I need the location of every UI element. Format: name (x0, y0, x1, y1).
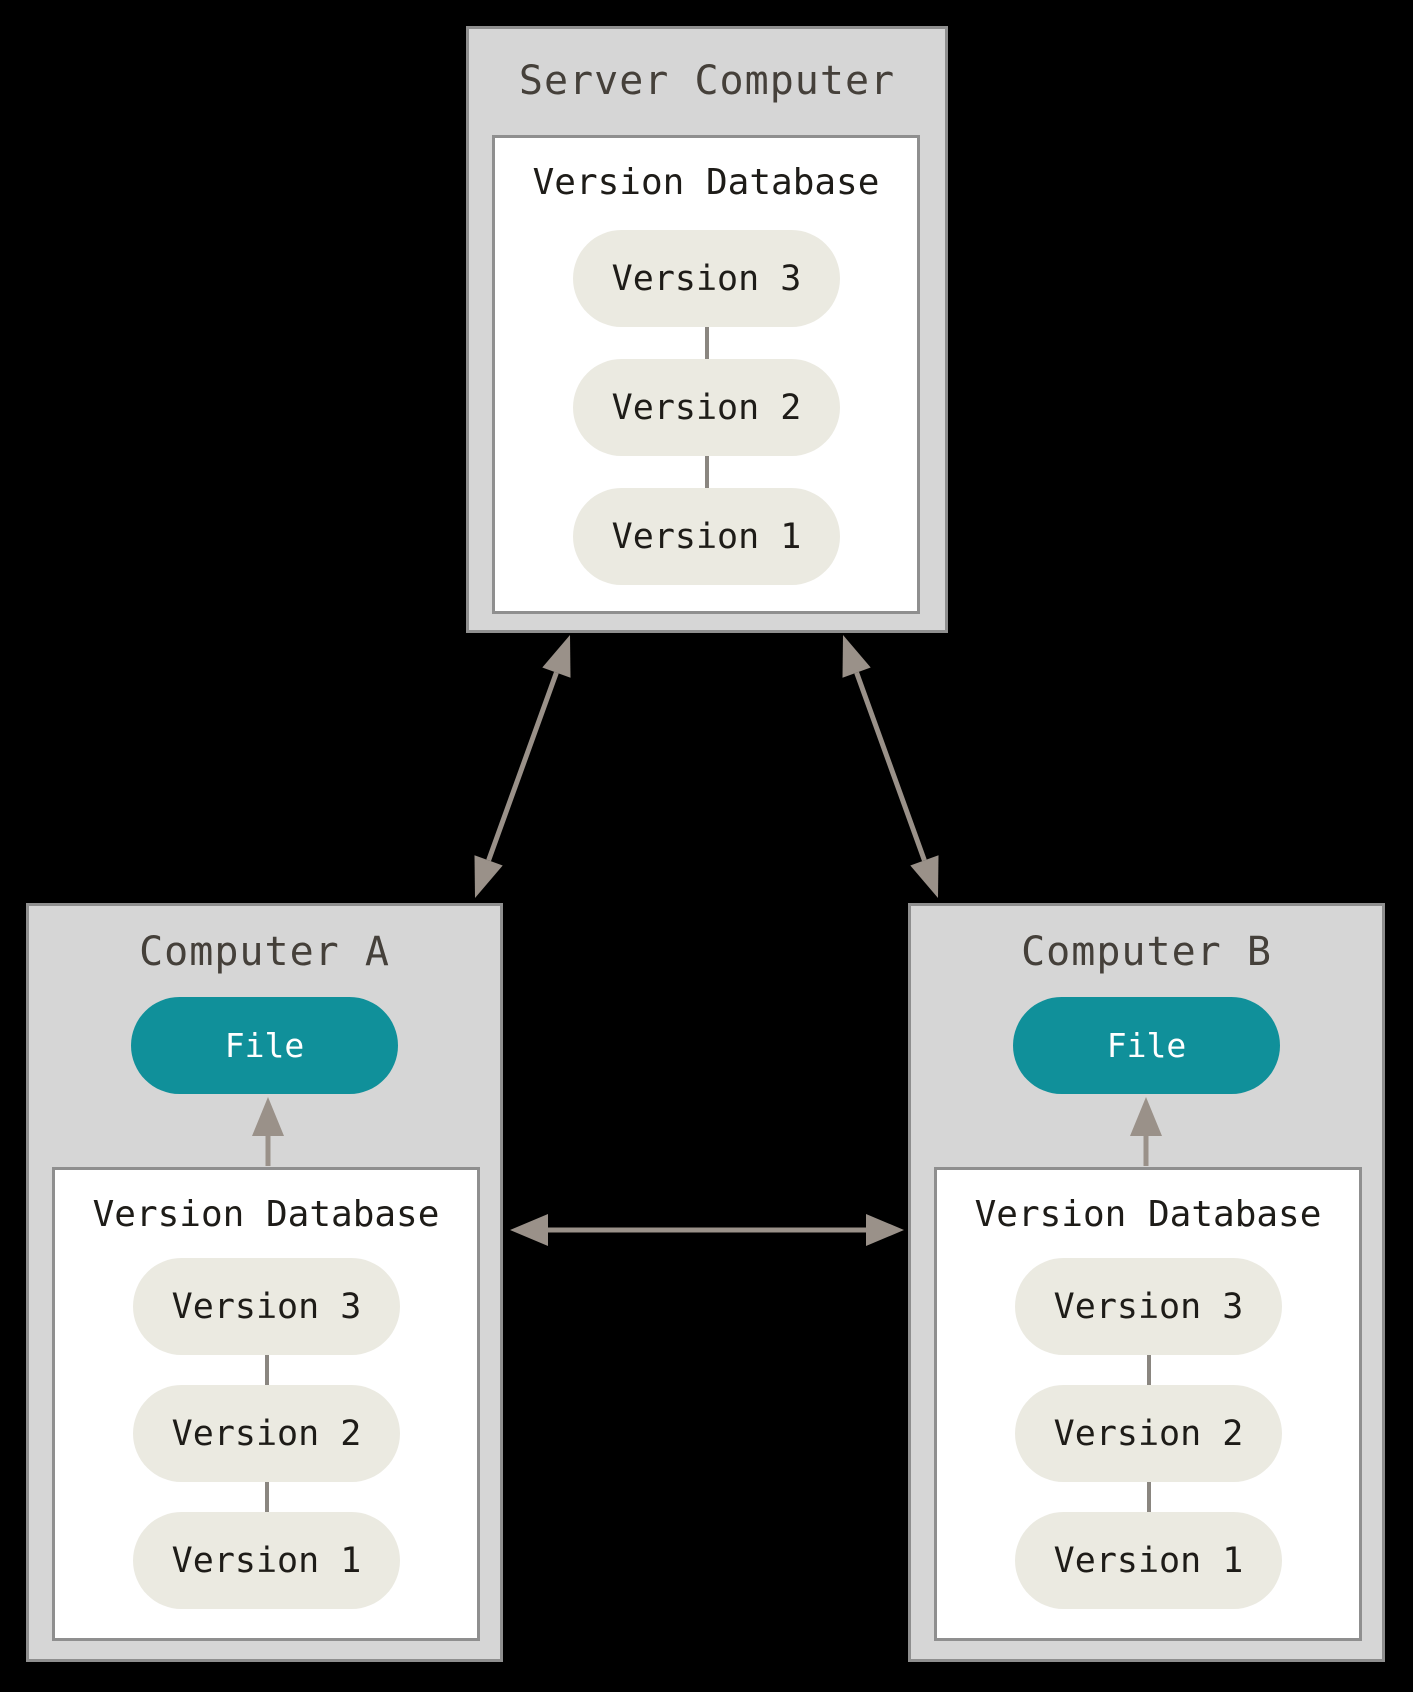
arrowhead-left-icon (510, 1214, 548, 1246)
computer-b-version-2-label: Version 2 (1053, 1413, 1244, 1454)
server-computer-title: Server Computer (518, 58, 896, 104)
server-version-1-label: Version 1 (611, 516, 802, 557)
arrowhead-down-icon (910, 855, 939, 898)
server-computer-box: Server Computer Version Database Version… (466, 26, 948, 633)
computer-a-version-3-pill: Version 3 (133, 1258, 400, 1355)
arrowhead-up-icon (542, 635, 571, 678)
computer-b-version-database-box: Version Database Version 3 Version 2 Ver… (934, 1167, 1362, 1641)
arrow-computer-a-to-computer-b (510, 1214, 904, 1246)
computer-a-version-database-box: Version Database Version 3 Version 2 Ver… (52, 1167, 480, 1641)
computer-b-version-connector-bottom (1147, 1482, 1151, 1512)
arrow-line (486, 671, 559, 862)
computer-b-box: Computer B File Version Database Version… (908, 903, 1385, 1662)
server-version-3-label: Version 3 (611, 258, 802, 299)
computer-b-title: Computer B (1021, 929, 1272, 975)
server-version-connector-top (705, 327, 709, 359)
computer-b-file-pill: File (1013, 997, 1280, 1094)
arrowhead-right-icon (866, 1214, 904, 1246)
computer-b-version-database-heading: Version Database (974, 1194, 1322, 1235)
server-version-3-pill: Version 3 (573, 230, 840, 327)
server-version-2-pill: Version 2 (573, 359, 840, 456)
computer-b-version-3-label: Version 3 (1053, 1286, 1244, 1327)
computer-a-version-1-pill: Version 1 (133, 1512, 400, 1609)
arrow-server-to-computer-b (842, 635, 939, 898)
computer-a-version-2-label: Version 2 (171, 1413, 362, 1454)
computer-b-version-connector-top (1147, 1355, 1151, 1385)
computer-b-file-label: File (1106, 1026, 1187, 1065)
computer-b-version-3-pill: Version 3 (1015, 1258, 1282, 1355)
computer-a-version-connector-top (265, 1355, 269, 1385)
computer-a-file-pill: File (131, 997, 398, 1094)
server-version-database-box: Version Database Version 3 Version 2 Ver… (492, 135, 920, 614)
computer-b-version-2-pill: Version 2 (1015, 1385, 1282, 1482)
computer-a-file-label: File (224, 1026, 305, 1065)
server-version-connector-bottom (705, 456, 709, 488)
computer-b-version-1-label: Version 1 (1053, 1540, 1244, 1581)
arrow-line (854, 671, 927, 862)
computer-b-version-1-pill: Version 1 (1015, 1512, 1282, 1609)
computer-a-version-database-heading: Version Database (92, 1194, 440, 1235)
computer-a-version-1-label: Version 1 (171, 1540, 362, 1581)
computer-a-version-connector-bottom (265, 1482, 269, 1512)
arrow-server-to-computer-a (474, 635, 571, 898)
computer-a-title: Computer A (139, 929, 390, 975)
computer-a-version-2-pill: Version 2 (133, 1385, 400, 1482)
server-version-2-label: Version 2 (611, 387, 802, 428)
arrowhead-down-icon (474, 855, 503, 898)
arrowhead-up-icon (842, 635, 871, 678)
computer-a-version-3-label: Version 3 (171, 1286, 362, 1327)
server-version-1-pill: Version 1 (573, 488, 840, 585)
server-version-database-heading: Version Database (532, 162, 880, 203)
computer-a-box: Computer A File Version Database Version… (26, 903, 503, 1662)
